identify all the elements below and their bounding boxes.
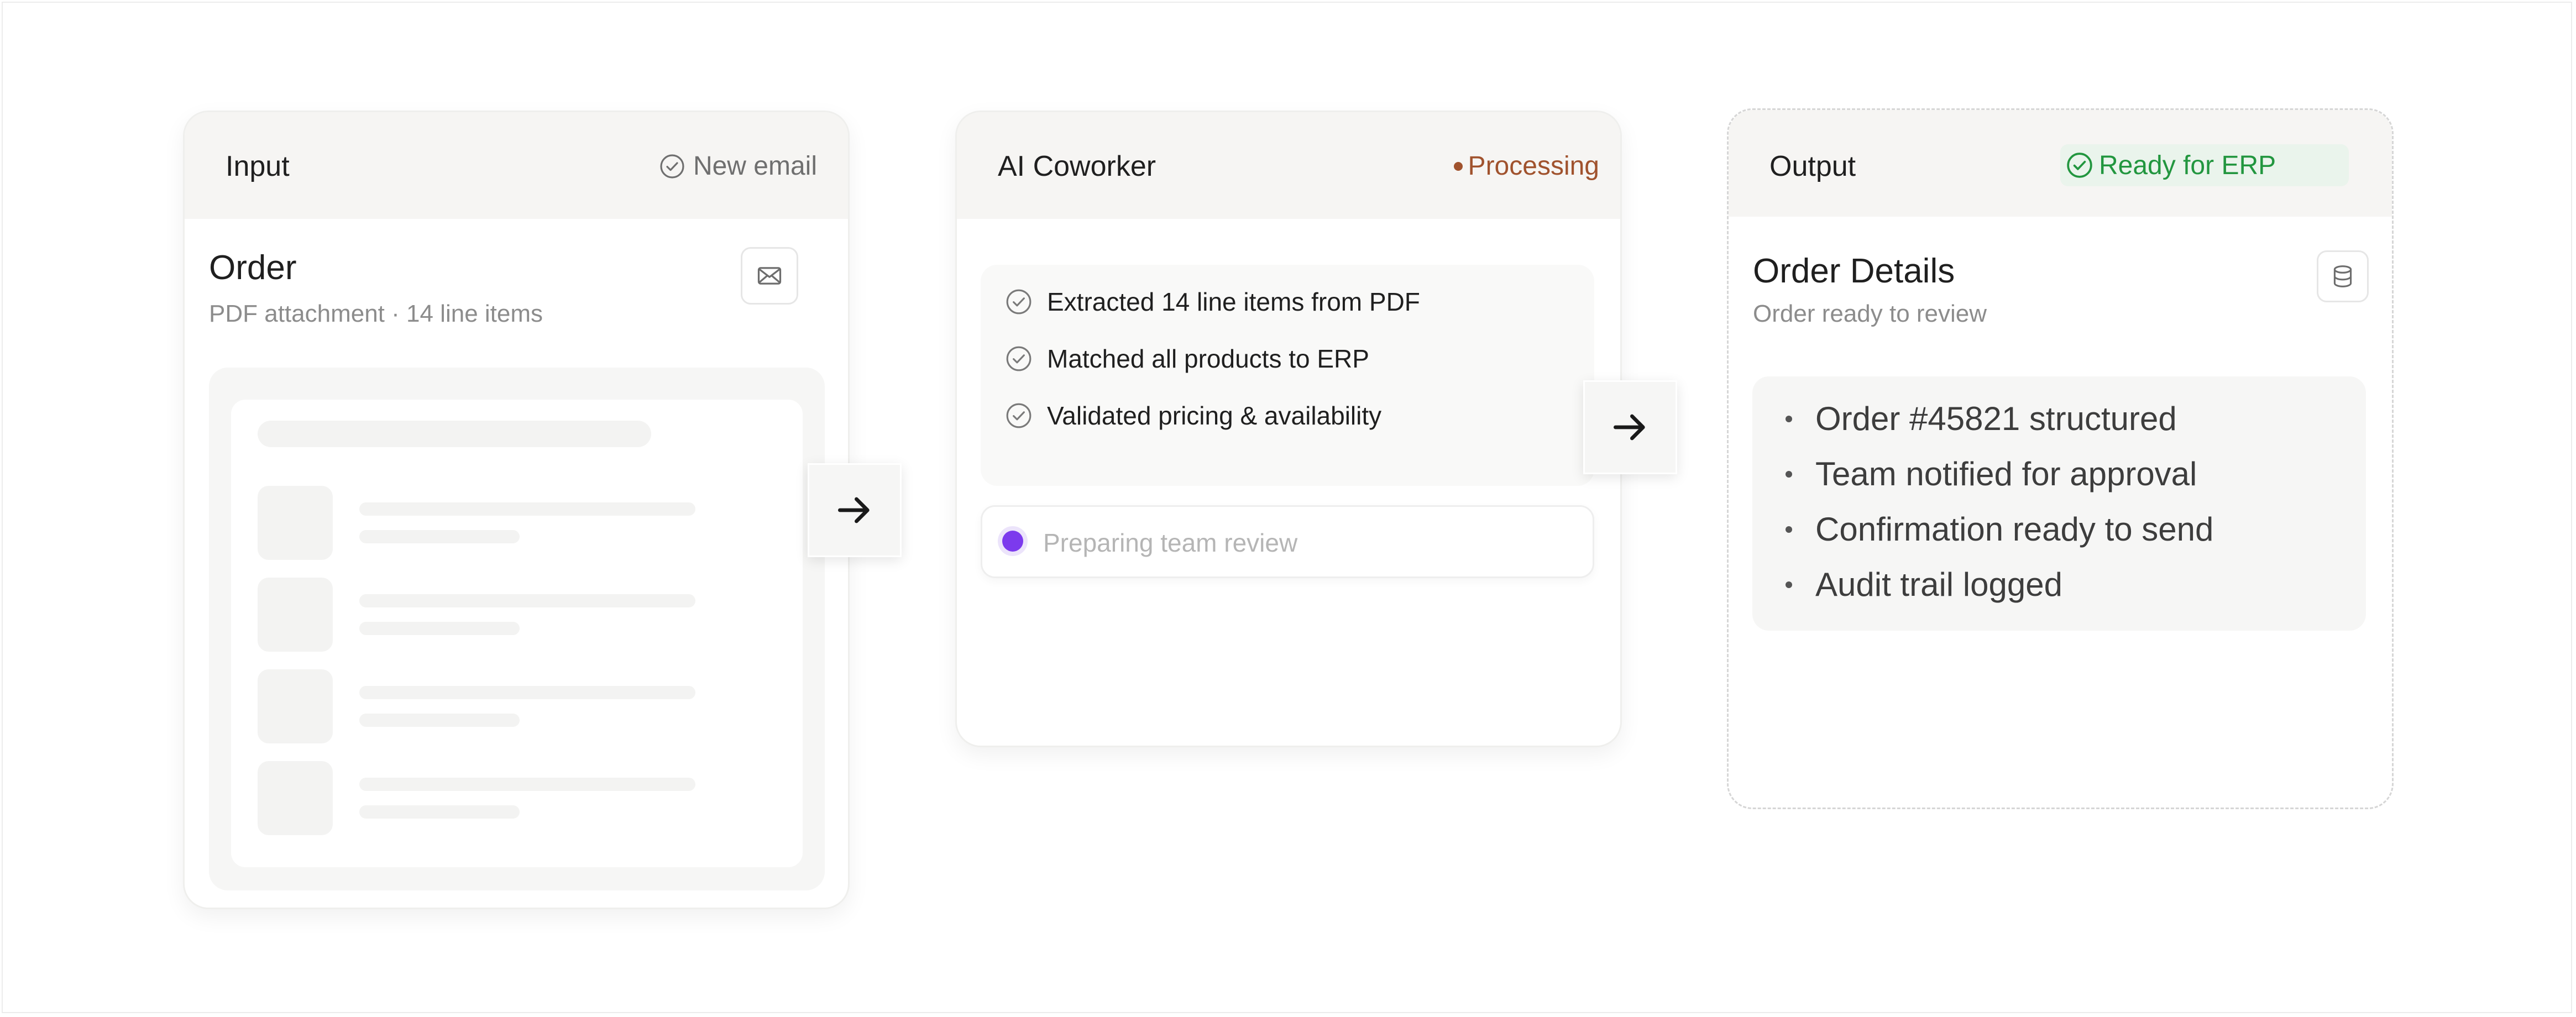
step-label: Matched all products to ERP [1047, 344, 1369, 373]
list-item: Team notified for approval [1786, 455, 2197, 493]
skeleton-line [359, 714, 520, 727]
processing-label: Processing [1468, 151, 1599, 181]
check-circle-icon [1006, 289, 1032, 314]
ai-coworker-card: AI Coworker Processing Extracted 14 line… [955, 111, 1622, 747]
details-subtitle: Order ready to review [1753, 300, 1987, 327]
pending-dot-icon [1002, 531, 1023, 552]
skeleton-line [359, 686, 695, 699]
mail-icon-button[interactable] [741, 247, 798, 305]
output-card: Output Ready for ERP Order Details Order… [1727, 108, 2394, 809]
output-card-title: Output [1769, 150, 1856, 182]
details-list: Order #45821 structured Team notified fo… [1752, 376, 2366, 631]
output-card-header: Output Ready for ERP [1729, 110, 2392, 217]
input-card-header: Input New email [185, 112, 848, 219]
step-item: Matched all products to ERP [1005, 344, 1369, 374]
processing-status: Processing [1453, 151, 1599, 181]
bullet-icon [1786, 470, 1792, 478]
ready-status-label: Ready for ERP [2099, 150, 2276, 180]
list-item: Confirmation ready to send [1786, 510, 2213, 548]
skeleton-thumb [258, 669, 333, 743]
check-circle-icon [1006, 403, 1032, 428]
input-status: New email [659, 151, 817, 181]
step-label: Extracted 14 line items from PDF [1047, 287, 1420, 316]
document-preview-page [231, 400, 803, 867]
skeleton-header [258, 421, 651, 447]
ai-card-header: AI Coworker Processing [957, 112, 1620, 219]
mail-icon [757, 267, 782, 285]
check-circle-icon [2067, 153, 2092, 178]
check-circle-icon [660, 154, 684, 179]
skeleton-line [359, 530, 520, 543]
ready-status-badge: Ready for ERP [2060, 144, 2349, 186]
step-label: Validated pricing & availability [1047, 401, 1382, 430]
pending-step: Preparing team review [981, 505, 1594, 578]
bullet-icon [1786, 415, 1792, 422]
list-item-label: Order #45821 structured [1815, 400, 2177, 437]
skeleton-thumb [258, 486, 333, 560]
list-item: Audit trail logged [1786, 565, 2062, 604]
step-item: Extracted 14 line items from PDF [1005, 287, 1420, 317]
pending-label: Preparing team review [1043, 528, 1298, 557]
input-card-title: Input [226, 150, 290, 182]
steps-list: Extracted 14 line items from PDF Matched… [981, 265, 1594, 486]
database-icon [2333, 265, 2352, 287]
list-item-label: Confirmation ready to send [1815, 511, 2214, 548]
input-status-label: New email [693, 151, 817, 181]
list-item: Order #45821 structured [1786, 400, 2177, 438]
skeleton-line [359, 594, 695, 607]
skeleton-line [359, 622, 520, 635]
skeleton-thumb [258, 761, 333, 835]
flow-arrow-ai-to-output [1583, 380, 1677, 474]
flow-arrow-input-to-ai [808, 463, 902, 557]
skeleton-line [359, 778, 695, 791]
skeleton-line [359, 502, 695, 516]
ai-card-title: AI Coworker [998, 150, 1156, 182]
database-icon-button[interactable] [2317, 250, 2369, 302]
input-card: Input New email Order PDF attachment · 1… [183, 111, 850, 909]
document-preview [209, 368, 825, 890]
doc-subtitle: PDF attachment · 14 line items [209, 300, 543, 327]
check-circle-icon [1006, 346, 1032, 371]
bullet-icon [1786, 526, 1792, 533]
arrow-right-icon [838, 497, 870, 523]
details-title: Order Details [1753, 252, 1955, 290]
list-item-label: Team notified for approval [1815, 455, 2197, 492]
doc-title: Order [209, 249, 297, 287]
processing-dot [1453, 161, 1463, 171]
step-item: Validated pricing & availability [1005, 401, 1381, 431]
arrow-right-icon [1614, 414, 1645, 441]
list-item-label: Audit trail logged [1815, 566, 2062, 603]
bullet-icon [1786, 581, 1792, 588]
skeleton-line [359, 805, 520, 819]
skeleton-thumb [258, 578, 333, 652]
